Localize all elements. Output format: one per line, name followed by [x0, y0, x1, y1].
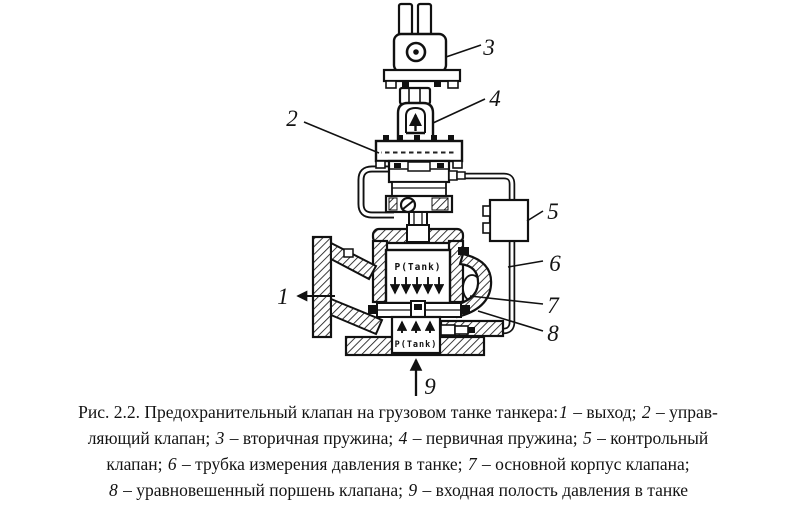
leader-lines [303, 44, 544, 332]
upper-flange [382, 68, 462, 89]
part-label-balanced-piston: 8 [547, 321, 559, 346]
part-label-main-body: 7 [547, 293, 560, 318]
pilot-to-control-tube [448, 172, 516, 200]
secondary-spring-housing [392, 32, 448, 74]
part-label-outlet: 1 [277, 284, 289, 309]
part-label-tube: 6 [549, 251, 561, 276]
outlet-flange [311, 235, 384, 339]
caption-line: ляющий клапан; 3 – вторичная пружина; 4 … [87, 428, 709, 448]
part-label-primary-spring: 4 [489, 86, 501, 111]
pilot-valve-body [387, 159, 466, 197]
hex-nut [398, 86, 432, 106]
main-valve-body [371, 224, 465, 304]
diaphragm-flange [374, 135, 464, 169]
upper-chamber-pressure-text: P(Tank) [394, 262, 441, 273]
figure-caption: Рис. 2.2. Предохранительный клапан на гр… [8, 399, 788, 503]
upper-pressure-chamber: P(Tank) [384, 248, 452, 305]
figure-area: P(Tank) [277, 2, 561, 399]
pilot-loop-pipe [357, 165, 394, 219]
balanced-piston-seat [368, 300, 470, 318]
caption-line: клапан; 6 – трубка измерения давления в … [106, 454, 690, 474]
part-label-pilot-valve: 2 [286, 106, 298, 131]
caption-line: 8 – уравновешенный поршень клапана; 9 – … [108, 480, 689, 500]
lower-chamber-pressure-text: P(Tank) [395, 340, 438, 350]
outlet-flow-arrow-icon [296, 290, 335, 302]
upward-pressure-arrows-icon [396, 320, 436, 333]
pilot-lower-plate [384, 194, 454, 231]
part-label-control-valve: 5 [547, 199, 559, 224]
lower-pressure-chamber: P(Tank) [390, 315, 442, 355]
caption-line: Рис. 2.2. Предохранительный клапан на гр… [78, 402, 718, 422]
part-label-inlet: 9 [424, 374, 436, 399]
valve-stem-fork [397, 2, 433, 39]
primary-spring-housing [396, 101, 435, 140]
part-label-secondary-spring: 3 [482, 35, 495, 60]
control-valve-box [482, 198, 530, 243]
downward-pressure-arrows-icon [389, 277, 445, 295]
safety-valve-diagram: P(Tank) [277, 2, 561, 399]
